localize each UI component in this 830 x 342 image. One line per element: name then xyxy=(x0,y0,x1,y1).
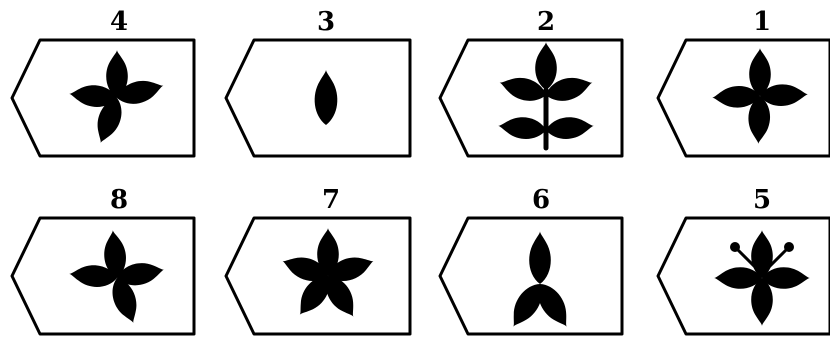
badge-7: 6 xyxy=(440,185,622,334)
badge-8: 5 xyxy=(658,185,830,334)
badge-number: 6 xyxy=(532,185,550,215)
badge-number: 3 xyxy=(317,7,335,37)
badge-number: 7 xyxy=(322,185,340,215)
badge-number: 1 xyxy=(753,7,771,37)
badge-6: 7 xyxy=(226,185,410,334)
badge-5: 8 xyxy=(12,185,194,334)
badge-number: 4 xyxy=(110,7,128,37)
badge-3: 2 xyxy=(440,7,622,156)
badge-2: 3 xyxy=(226,7,410,156)
badge-number: 5 xyxy=(753,185,771,215)
badge-number: 2 xyxy=(537,7,555,37)
badge-1: 4 xyxy=(12,7,194,156)
badge-number: 8 xyxy=(110,185,128,215)
badge-4: 1 xyxy=(658,7,830,156)
